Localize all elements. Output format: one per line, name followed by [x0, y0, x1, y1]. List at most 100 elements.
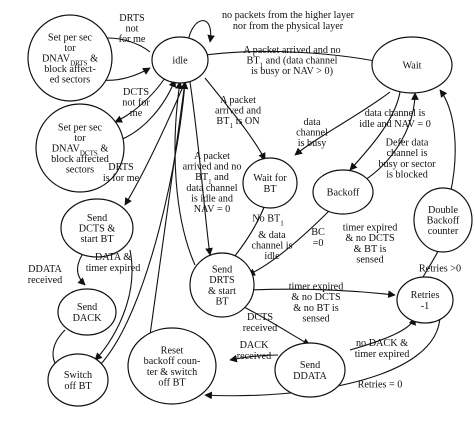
label-line: received [237, 351, 272, 362]
label-line: not [125, 24, 138, 35]
label-line: sensed [356, 254, 383, 265]
label-retries-eq0: Retries = 0 [358, 380, 403, 391]
label-line: Send [212, 265, 232, 276]
label-line: DRTS [209, 275, 235, 286]
label-line: received [243, 323, 278, 334]
label-line: DRTS [108, 162, 134, 173]
label-line: DNAVDCTS & [52, 144, 109, 158]
label-line: Send [77, 302, 97, 313]
edge-idle-to-set-dcts [114, 77, 166, 123]
label-line: DCTS [247, 312, 273, 323]
label-line: DCTS [123, 87, 149, 98]
label-line: DRTS [119, 13, 145, 24]
label-line: Send [300, 360, 320, 371]
label-line: nor from the physical layer [233, 21, 344, 32]
label-line: & no DCTS [291, 292, 341, 303]
label-line: & data [258, 230, 286, 241]
label-line: no packets from the higher layer [222, 10, 355, 21]
label-line: channel is [251, 241, 292, 252]
label-line: Wait for [253, 173, 287, 184]
label-line: off BT [64, 381, 92, 392]
label-retries-gt0: Retries >0 [419, 264, 461, 275]
label-line: tor [74, 133, 86, 144]
label-line: counter [428, 226, 459, 237]
label-line: A packet arrived and no [243, 45, 340, 56]
label-line: sensed [302, 313, 329, 324]
label-line: data channel [186, 183, 237, 194]
label-line: & start [208, 286, 236, 297]
label-line: arrived and no [183, 162, 242, 173]
label-line: Double [428, 205, 458, 216]
state-backoff-label: Backoff [327, 188, 360, 199]
label-line: BT1 is ON [216, 116, 260, 130]
label-line: ed sectors [50, 75, 90, 86]
label-line: channel is [386, 148, 427, 159]
label-line: timer expired [355, 349, 410, 360]
label-line: me [130, 108, 143, 119]
label-line: Retries >0 [419, 264, 461, 275]
edge-set-dcts-to-idle [119, 79, 176, 141]
label-line: DDATA [28, 264, 62, 275]
label-line: data channel is [365, 108, 426, 119]
state-retries: Retries-1 [396, 276, 454, 324]
edge-double-backoff-to-wait [439, 89, 456, 196]
label-line: idle and NAV = 0 [359, 119, 431, 130]
label-line: timer expired [343, 223, 398, 234]
edge-wait-to-backoff [349, 91, 401, 171]
label-line: Switch [64, 370, 92, 381]
state-wait: Wait [371, 36, 453, 94]
label-line: is for me [103, 173, 140, 184]
edge-retries-to-reset [204, 314, 441, 400]
label-line: busy or sector [378, 159, 436, 170]
edge-backoff-to-wait [364, 92, 419, 181]
label-line: Set per sec [48, 32, 93, 43]
label-line: is idle and [191, 193, 233, 204]
label-line: arrived and [215, 106, 261, 117]
label-line: block affect- [44, 64, 96, 75]
label-line: DNAVDRTS & [42, 54, 98, 68]
label-line: No BT1 [252, 214, 284, 228]
label-line: =0 [313, 238, 324, 249]
edge-switch-off-to-idle [99, 81, 189, 366]
label-line: timer expired [289, 282, 344, 293]
label-line: timer expired [86, 263, 141, 274]
label-line: NAV = 0 [194, 204, 231, 215]
state-idle: idle [151, 36, 209, 84]
label-line: no DACK & [356, 338, 408, 349]
label-line: Send [87, 213, 107, 224]
label-line: ter & switch [147, 367, 197, 378]
label-line: idle [172, 56, 188, 67]
state-wait-label: Wait [403, 61, 422, 72]
label-line: channel [296, 128, 328, 139]
label-line: DACK [73, 313, 103, 324]
edge-reset-to-idle [149, 81, 188, 336]
label-line: Backoff [427, 216, 460, 227]
label-line: DATA & [95, 252, 131, 263]
label-line: received [28, 275, 63, 286]
label-line: BT [215, 296, 229, 307]
label-line: BT1 and (data channel [247, 56, 338, 70]
label-line: & no DCTS [345, 233, 395, 244]
label-bc0: BC=0 [311, 227, 325, 249]
